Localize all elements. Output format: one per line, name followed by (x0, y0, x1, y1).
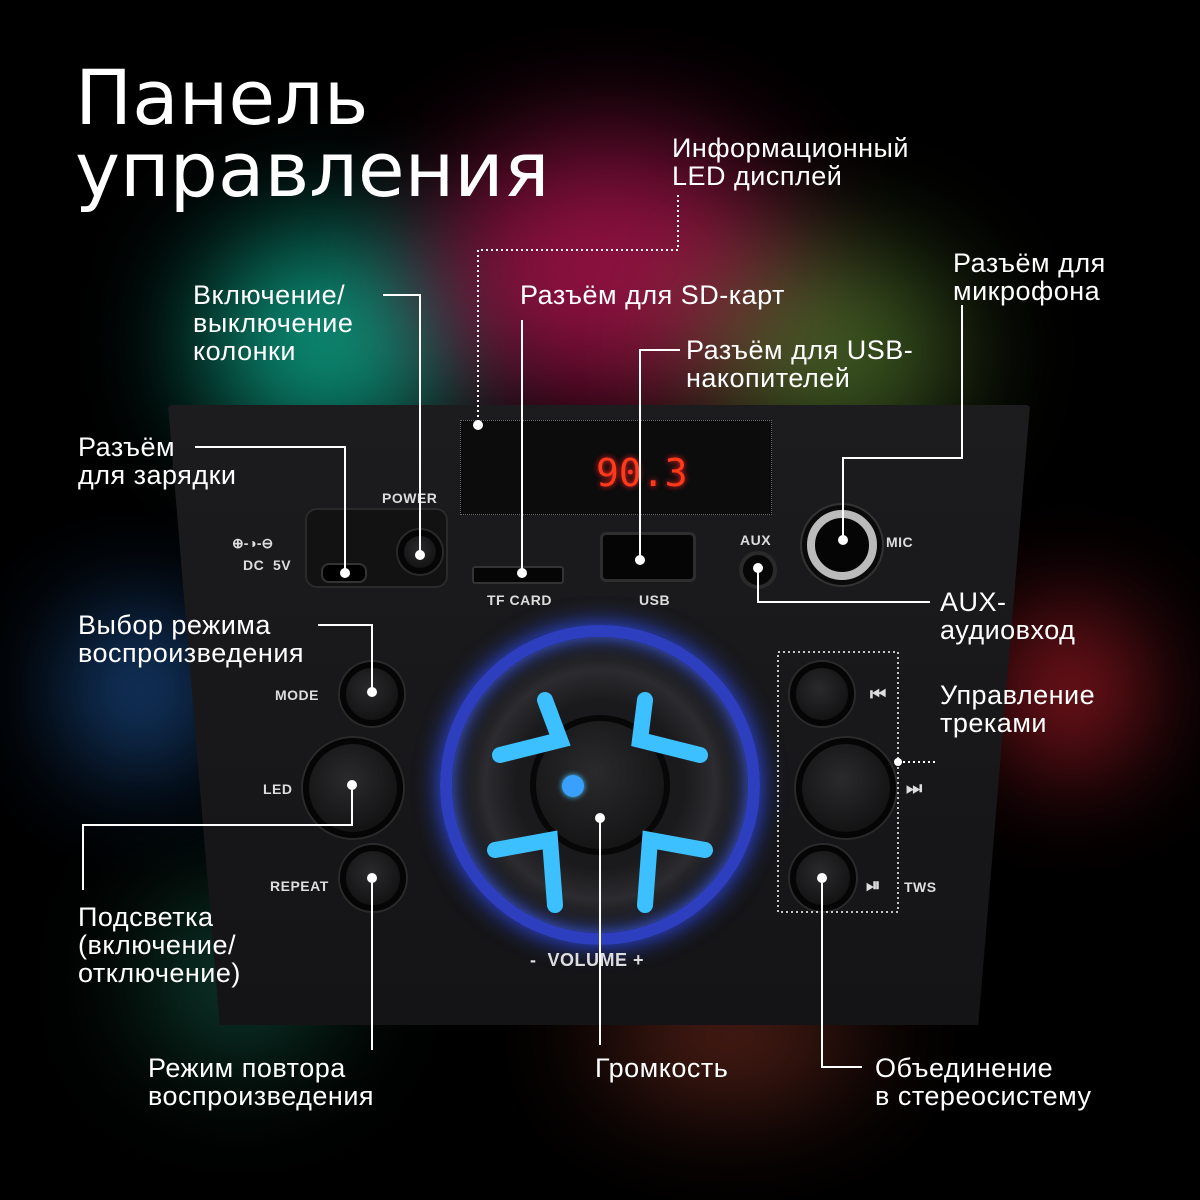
repeat-label: REPEAT (270, 878, 329, 894)
callout-aux: AUX-аудиовход (940, 587, 1076, 645)
mic-label: MIC (886, 534, 914, 550)
led-display: 90.3 (460, 420, 772, 515)
callout-volume: Громкость (595, 1053, 729, 1083)
callout-usb: Разъём для USB-накопителей (686, 335, 914, 393)
next-icon: ⏭ (906, 778, 923, 798)
aux-label: AUX (740, 532, 772, 548)
led-label: LED (263, 781, 293, 797)
prev-icon: ⏮ (870, 684, 887, 704)
callout-sd: Разъём для SD-карт (520, 280, 785, 310)
prev-button[interactable] (790, 662, 854, 726)
volume-indicator (562, 775, 584, 797)
next-button[interactable] (796, 738, 896, 838)
glow-blue (80, 620, 200, 760)
callout-led: Подсветка(включение/отключение) (78, 902, 241, 988)
play-pause-icon: ⏯ (866, 875, 881, 895)
display-readout: 90.3 (596, 451, 688, 495)
volume-label: - VOLUME + (530, 950, 645, 970)
dc-icon: ⊕-◑-⊖ (232, 535, 274, 551)
glow-red (1010, 620, 1130, 760)
tws-label: TWS (904, 879, 937, 895)
power-label: POWER (382, 490, 438, 506)
mode-label: MODE (275, 687, 319, 703)
usb-port[interactable] (600, 532, 696, 582)
dc-label: DC 5V (243, 557, 292, 573)
usb-label: USB (639, 592, 671, 608)
tf-card-label: TF CARD (487, 592, 552, 608)
